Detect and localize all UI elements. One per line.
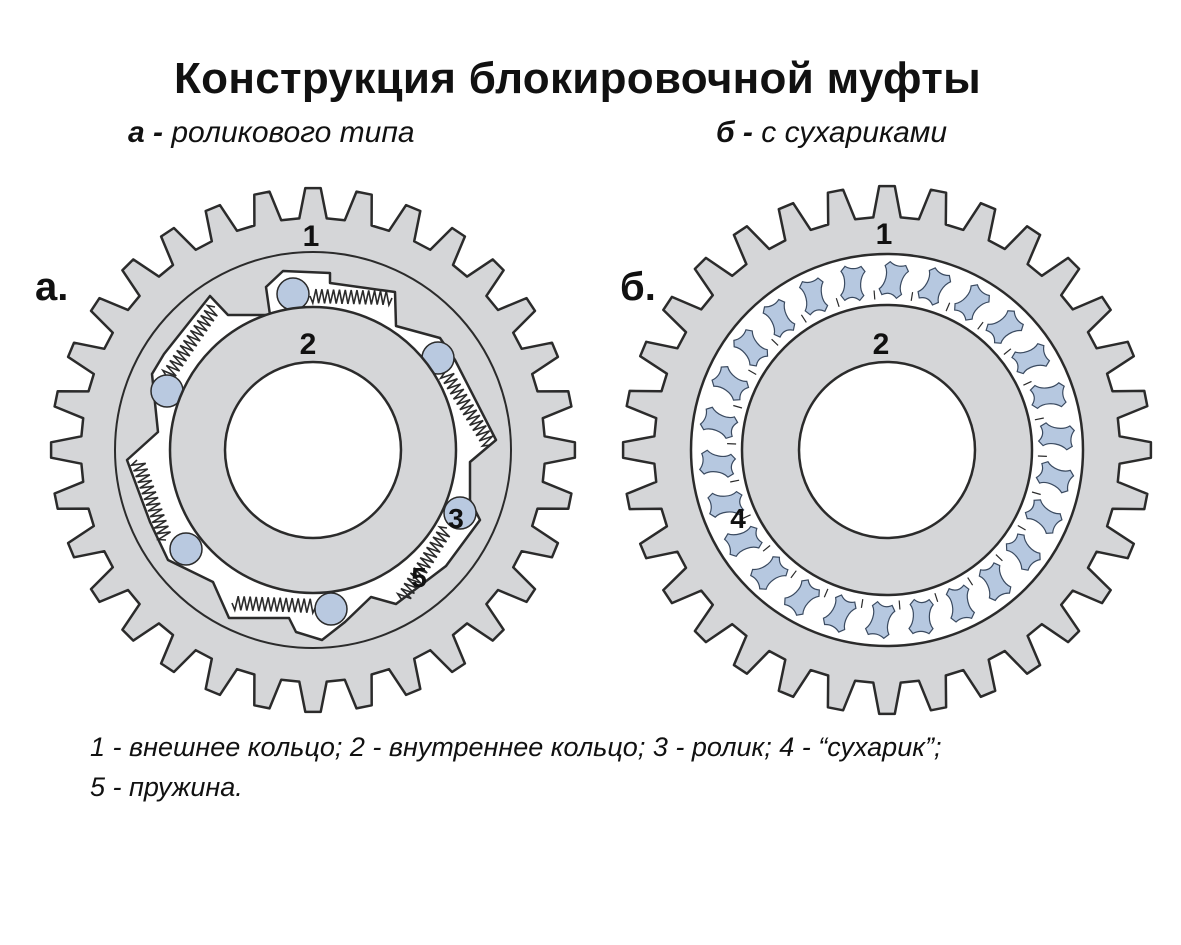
sprag-7 <box>1037 422 1076 451</box>
sprag-21 <box>699 406 739 440</box>
spring-2 <box>160 304 218 378</box>
roller-clutch-diagram: а. 1 2 3 5 <box>35 186 577 714</box>
cage-tab-8 <box>1031 491 1041 496</box>
sprag-20 <box>698 449 737 478</box>
sprag-3 <box>954 284 990 321</box>
sprag-22 <box>711 366 750 401</box>
roller-5 <box>169 532 203 566</box>
cage-tab-10 <box>995 554 1003 562</box>
cage-tab-24 <box>800 314 807 323</box>
spring-4 <box>129 459 171 541</box>
subtitle-a-prefix: а - <box>128 116 164 149</box>
sprag-13 <box>908 598 934 635</box>
cage-tab-26 <box>873 290 876 300</box>
sprag-8 <box>1035 460 1075 494</box>
sprag-6 <box>1029 382 1067 410</box>
sprag-18 <box>723 525 763 558</box>
cage-tab-11 <box>967 577 974 586</box>
cage-tab-16 <box>790 570 797 579</box>
label-roller: 3 <box>448 503 464 534</box>
sprag-clutch-diagram: б. 1 2 4 <box>620 184 1153 716</box>
sprag-10 <box>1005 533 1041 571</box>
roller-6 <box>314 592 348 626</box>
cage-tab-23 <box>771 338 779 346</box>
cage-tab-13 <box>898 600 901 610</box>
springs-group <box>129 288 494 616</box>
cage-tab-12 <box>934 593 939 602</box>
sprag-15 <box>822 594 857 633</box>
sprag-4 <box>985 310 1024 344</box>
sprag-17 <box>750 556 789 590</box>
subtitle-b-text: с сухариками <box>752 116 948 149</box>
sprag-26 <box>840 265 866 302</box>
sprag-16 <box>784 579 820 616</box>
cage-tab-22 <box>748 369 757 376</box>
diagram-a-letter: а. <box>35 265 68 309</box>
spring-6 <box>231 596 317 616</box>
cage-tab-6 <box>1034 417 1044 421</box>
cage-tab-18 <box>742 514 751 520</box>
label-outer-ring-b: 1 <box>876 218 893 251</box>
diagram-b-letter: б. <box>620 265 656 309</box>
sprags-group <box>698 260 1076 640</box>
sprag-23 <box>733 329 769 367</box>
cage-tab-3 <box>977 321 984 330</box>
cage-tab-9 <box>1017 524 1026 531</box>
legend-line-1: 1 - внешнее кольцо; 2 - внутреннее кольц… <box>90 732 942 762</box>
subtitle-sprag-type: б - с сухариками <box>716 116 947 150</box>
legend-line-2: 5 - пружина. <box>90 772 243 802</box>
sprag-25 <box>798 277 829 316</box>
sprag-2 <box>917 267 952 306</box>
inner-ring-bore <box>223 360 403 540</box>
cage-tab-21 <box>733 404 743 409</box>
subtitle-roller-type: а - роликового типа <box>128 116 415 150</box>
roller-4 <box>443 496 477 530</box>
sprag-19 <box>707 490 745 518</box>
sprag-24 <box>762 298 796 338</box>
cage-tab-5 <box>1023 380 1032 386</box>
sprag-14 <box>864 600 896 640</box>
roller-1 <box>276 277 310 311</box>
cage-tab-17 <box>762 545 771 552</box>
sprag-1 <box>878 260 910 300</box>
inner-ring-bore <box>797 360 977 540</box>
sprag-12 <box>945 584 976 623</box>
sprag-5 <box>1011 342 1051 375</box>
spring-1 <box>309 288 393 308</box>
label-spring: 5 <box>411 562 427 593</box>
label-sprag: 4 <box>730 503 746 534</box>
cage-tab-1 <box>910 292 914 301</box>
cage-tab-4 <box>1003 348 1012 355</box>
cage-tab-2 <box>945 302 951 312</box>
cage-tab-25 <box>835 298 840 307</box>
cage-tab-15 <box>823 588 829 598</box>
sprag-11 <box>978 562 1012 602</box>
sprag-9 <box>1024 499 1063 534</box>
cage-tab-19 <box>730 479 740 483</box>
spring-3 <box>438 371 494 448</box>
subtitle-b-prefix: б - <box>716 116 753 149</box>
label-outer-ring-a: 1 <box>303 220 320 253</box>
diagram-title: Конструкция блокировочной муфты <box>174 54 981 103</box>
subtitle-a-text: роликового типа <box>163 116 415 149</box>
cage-tab-14 <box>860 599 864 608</box>
spring-5 <box>395 525 451 601</box>
label-inner-ring-a: 2 <box>300 328 317 361</box>
label-inner-ring-b: 2 <box>873 328 890 361</box>
